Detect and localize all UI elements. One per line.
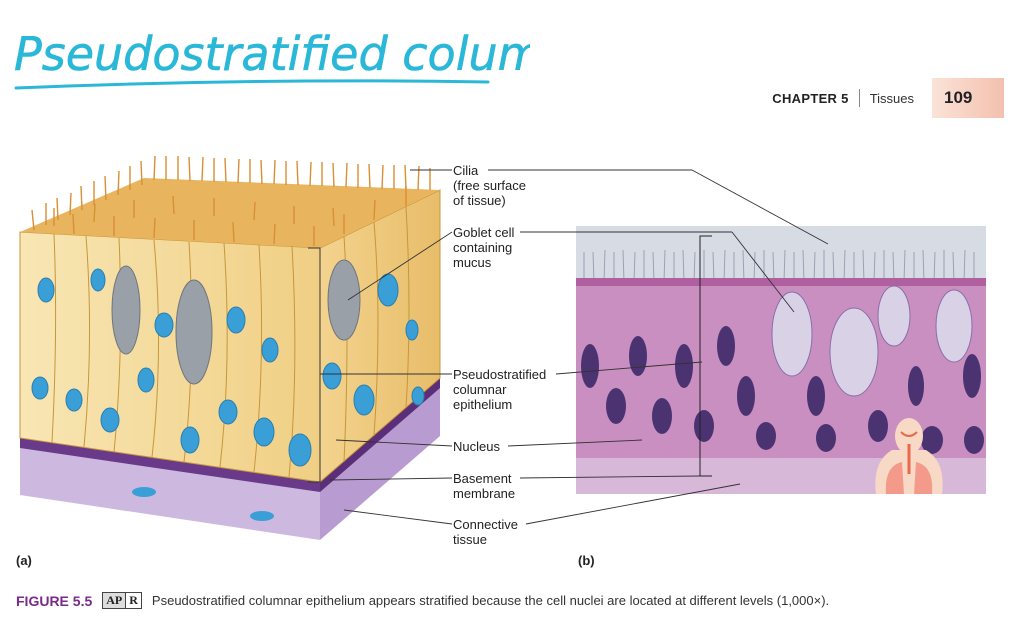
basement-membrane-front [20, 438, 320, 492]
panel-a-label: (a) [16, 553, 32, 568]
label-pseudostratified: Pseudostratified columnar epithelium [453, 367, 547, 412]
apr-badge-left: AP [103, 593, 126, 608]
handwritten-underline [14, 79, 490, 90]
figure-caption: FIGURE 5.5 AP R Pseudostratified columna… [16, 592, 1016, 609]
section-label: Tissues [869, 90, 914, 106]
cilia-layer [31, 155, 431, 246]
apr-badge: AP R [102, 592, 142, 609]
epithelium-bracket [308, 247, 321, 483]
page-number: 109 [932, 78, 1004, 118]
micrograph-bracket [699, 235, 712, 477]
micrograph-nuclei [581, 326, 984, 454]
label-basement-membrane: Basement membrane [453, 471, 516, 501]
page-header: CHAPTER 5 Tissues 109 [772, 78, 1004, 118]
respiratory-system-icon [875, 418, 943, 494]
connective-tissue-side [320, 386, 440, 540]
connective-tissue-front [20, 446, 320, 540]
micrograph-cilia [583, 249, 975, 283]
header-separator [858, 89, 860, 107]
epithelium-top-face [20, 178, 440, 248]
handwritten-title-text: Pseudostratified columnar : [14, 27, 530, 81]
micrograph-apical-band [576, 278, 986, 286]
epithelium-illustration [19, 155, 441, 540]
caption-text: Pseudostratified columnar epithelium app… [151, 593, 830, 608]
handwritten-title: Pseudostratified columnar : [14, 27, 530, 90]
label-connective-tissue: Connective tissue [453, 517, 519, 547]
label-nucleus: Nucleus [453, 439, 500, 454]
goblet-cells [111, 259, 361, 385]
panel-b-label: (b) [578, 553, 595, 568]
micrograph [576, 226, 986, 494]
chapter-label: CHAPTER 5 [772, 90, 849, 106]
label-goblet-cell: Goblet cell containing mucus [453, 225, 515, 270]
nuclei [31, 268, 425, 467]
apr-badge-right: R [125, 593, 141, 608]
micrograph-goblet-cells [771, 285, 973, 397]
figure-number: FIGURE 5.5 [16, 592, 93, 609]
label-cilia: Cilia (free surface of tissue) [453, 163, 526, 208]
basement-membrane-side [320, 378, 440, 492]
connective-nuclei [132, 487, 274, 521]
